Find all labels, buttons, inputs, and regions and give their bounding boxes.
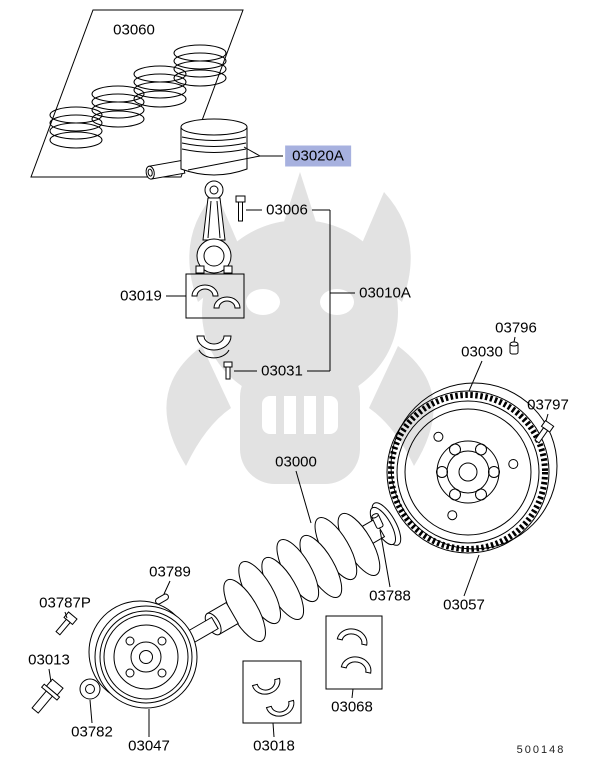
flywheel-bolt-drawing: [534, 419, 555, 444]
part-label-03788[interactable]: 03788: [369, 587, 411, 605]
pulley-bolt-drawing: [55, 611, 78, 636]
rod-bolt-drawing: [235, 195, 246, 222]
part-label-03000[interactable]: 03000: [275, 453, 317, 471]
piston-drawing: [180, 118, 248, 176]
part-label-03031[interactable]: 03031: [261, 362, 303, 380]
part-label-03068[interactable]: 03068: [331, 698, 373, 716]
pulley-drawing: [88, 600, 198, 709]
crank-bolt-drawing: [31, 678, 64, 714]
watermark-art: [166, 172, 434, 484]
leader-lines: [48, 146, 549, 738]
piston-pin-drawing: [145, 159, 186, 180]
part-label-03019[interactable]: 03019: [120, 287, 162, 305]
thrust-washer-drawing: [325, 615, 383, 690]
piston-rings-drawing: [30, 9, 244, 178]
part-label-03787P[interactable]: 03787P: [39, 594, 91, 612]
flywheel-drawing: [386, 382, 558, 554]
part-label-03057[interactable]: 03057: [443, 596, 485, 614]
part-label-03782[interactable]: 03782: [71, 723, 113, 741]
dowel-pin-03788-drawing: [371, 513, 384, 529]
dowel-pin-03796-drawing: [509, 341, 519, 355]
part-label-03797[interactable]: 03797: [527, 396, 569, 414]
main-bearing-shells-drawing: [242, 660, 302, 724]
part-label-03796[interactable]: 03796: [495, 319, 537, 337]
part-label-03013[interactable]: 03013: [28, 651, 70, 669]
part-label-03010A[interactable]: 03010A: [359, 284, 411, 302]
connecting-rod-drawing: [195, 180, 233, 274]
washer-drawing: [79, 678, 101, 700]
bearing-cap-drawing: [196, 335, 232, 359]
crankshaft-drawing: [184, 502, 402, 645]
drawing-number: 500148: [516, 744, 566, 756]
part-label-03047[interactable]: 03047: [128, 737, 170, 755]
part-label-03789[interactable]: 03789: [149, 563, 191, 581]
part-label-03006[interactable]: 03006: [266, 201, 308, 219]
cap-bolt-drawing: [223, 361, 233, 380]
part-label-03018[interactable]: 03018: [253, 737, 295, 755]
part-label-03060[interactable]: 03060: [113, 21, 155, 39]
part-label-03030[interactable]: 03030: [461, 343, 503, 361]
woodruff-key-drawing: [155, 593, 169, 605]
part-label-03020A[interactable]: 03020A: [285, 145, 351, 167]
